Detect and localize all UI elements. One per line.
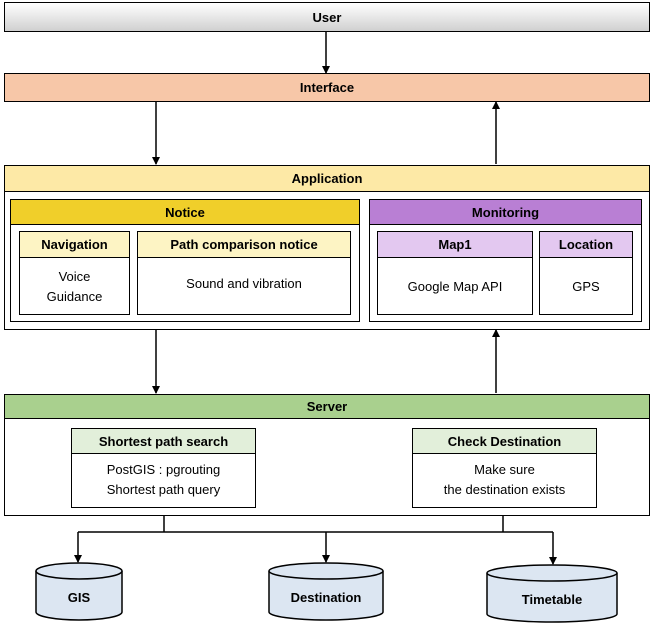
database-label-gis: GIS	[67, 589, 91, 605]
monitoring-label: Monitoring	[471, 204, 540, 220]
database-cylinder-timetable	[486, 564, 618, 623]
interface-label: Interface	[299, 80, 355, 95]
shortest-path-header: Shortest path search	[71, 428, 256, 454]
user-box: User	[4, 2, 650, 32]
navigation-title: Navigation	[41, 237, 108, 252]
interface-box: Interface	[4, 73, 650, 102]
database-cylinder-destination	[268, 562, 384, 621]
notice-label: Notice	[165, 204, 205, 220]
path-comparison-title: Path comparison notice	[170, 237, 318, 252]
server-header: Server	[4, 394, 650, 419]
shortest-path-body: PostGIS : pgrouting Shortest path query	[106, 462, 221, 497]
application-label: Application	[291, 171, 363, 186]
location-body: GPS	[572, 278, 600, 294]
location-title: Location	[558, 237, 614, 252]
check-destination-title: Check Destination	[447, 433, 562, 449]
check-destination-body: Make sure the destination exists	[443, 462, 566, 497]
path-comparison-header: Path comparison notice	[137, 231, 351, 258]
application-header: Application	[4, 165, 650, 192]
navigation-header: Navigation	[19, 231, 130, 258]
monitoring-header: Monitoring	[369, 199, 642, 225]
server-label: Server	[306, 399, 348, 414]
database-label-timetable: Timetable	[521, 591, 583, 607]
notice-header: Notice	[10, 199, 360, 225]
map-title: Map1	[438, 237, 472, 252]
check-destination-header: Check Destination	[412, 428, 597, 454]
user-label: User	[312, 9, 342, 25]
path-comparison-body: Sound and vibration	[186, 276, 302, 291]
map-body: Google Map API	[407, 278, 503, 294]
database-label-destination: Destination	[290, 589, 362, 605]
location-header: Location	[539, 231, 633, 258]
map-header: Map1	[377, 231, 533, 258]
shortest-path-title: Shortest path search	[98, 433, 229, 449]
navigation-body: Voice Guidance	[46, 268, 103, 304]
database-cylinder-gis	[35, 562, 123, 621]
